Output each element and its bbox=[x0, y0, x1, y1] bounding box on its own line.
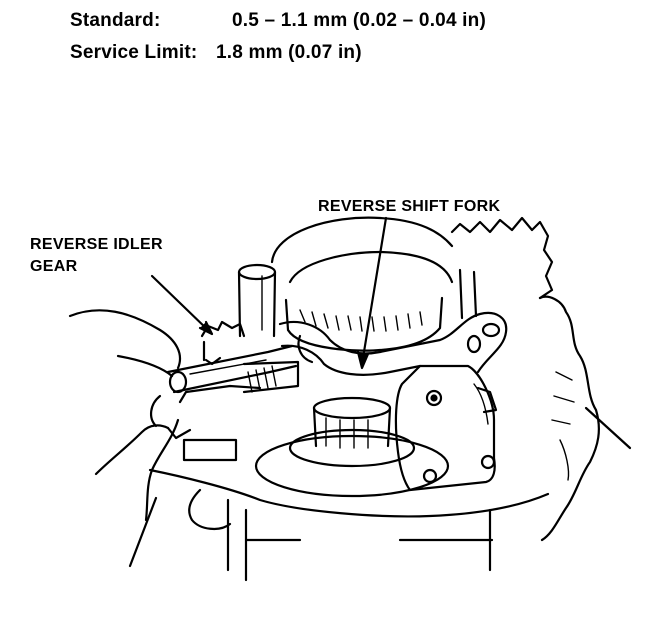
idler-shaft-drawing bbox=[237, 263, 277, 338]
center-hub-drawing bbox=[254, 396, 450, 498]
service-limit-label: Service Limit: bbox=[70, 42, 198, 63]
feeler-gauge-drawing bbox=[166, 344, 298, 394]
service-limit-value: 1.8 mm (0.07 in) bbox=[216, 42, 362, 63]
idler-gear-drawing bbox=[200, 320, 300, 394]
standard-value: 0.5 – 1.1 mm (0.02 – 0.04 in) bbox=[232, 10, 486, 31]
reverse-idler-gear-label-line2: GEAR bbox=[30, 258, 78, 275]
reverse-shift-fork-label: REVERSE SHIFT FORK bbox=[318, 198, 501, 215]
transmission-case-drawing bbox=[128, 295, 632, 582]
upper-gear-drawing bbox=[270, 216, 554, 352]
callout-leaders bbox=[150, 216, 388, 370]
hand-drawing bbox=[68, 309, 192, 476]
reverse-shift-fork-drawing bbox=[278, 311, 508, 492]
reverse-idler-gear-label-line1: REVERSE IDLER bbox=[30, 236, 163, 253]
standard-label: Standard: bbox=[70, 10, 161, 31]
